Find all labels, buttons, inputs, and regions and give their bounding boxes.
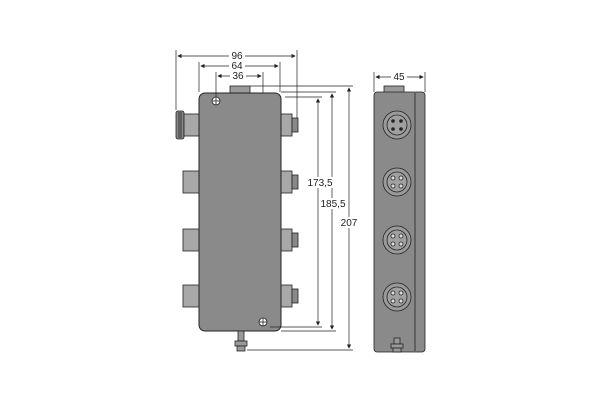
- dim-173-5: 173,5: [307, 178, 332, 189]
- port: [280, 284, 293, 308]
- port: [182, 170, 200, 194]
- port: [280, 113, 293, 137]
- dim-36: 36: [232, 71, 244, 82]
- dim-207: 207: [341, 218, 358, 229]
- dim-96: 96: [231, 51, 243, 62]
- port: [280, 228, 293, 252]
- m12-connector: [382, 282, 412, 312]
- mounting-hole-icon: [258, 317, 268, 327]
- left-ports: [175, 110, 200, 308]
- side-view: [373, 85, 426, 353]
- front-view: [175, 85, 299, 352]
- ground-screw: [234, 330, 248, 352]
- right-ports: [280, 113, 299, 308]
- dim-64: 64: [231, 61, 243, 72]
- m12-female-connector: [382, 110, 412, 140]
- dim-185-5: 185,5: [320, 199, 345, 210]
- port: [182, 228, 200, 252]
- m12-connector: [382, 167, 412, 197]
- port: [280, 170, 293, 194]
- housing: [198, 92, 282, 332]
- mounting-hole-icon: [211, 96, 221, 106]
- port: [182, 284, 200, 308]
- m12-connector: [382, 225, 412, 255]
- port: [183, 113, 200, 137]
- m12-male-connector: [175, 110, 185, 140]
- dimension-lines: [175, 50, 426, 351]
- ground-screw: [390, 337, 404, 353]
- dim-45: 45: [393, 72, 405, 83]
- dimension-labels: 96 64 36 173,5 185,5 207 45: [229, 50, 407, 229]
